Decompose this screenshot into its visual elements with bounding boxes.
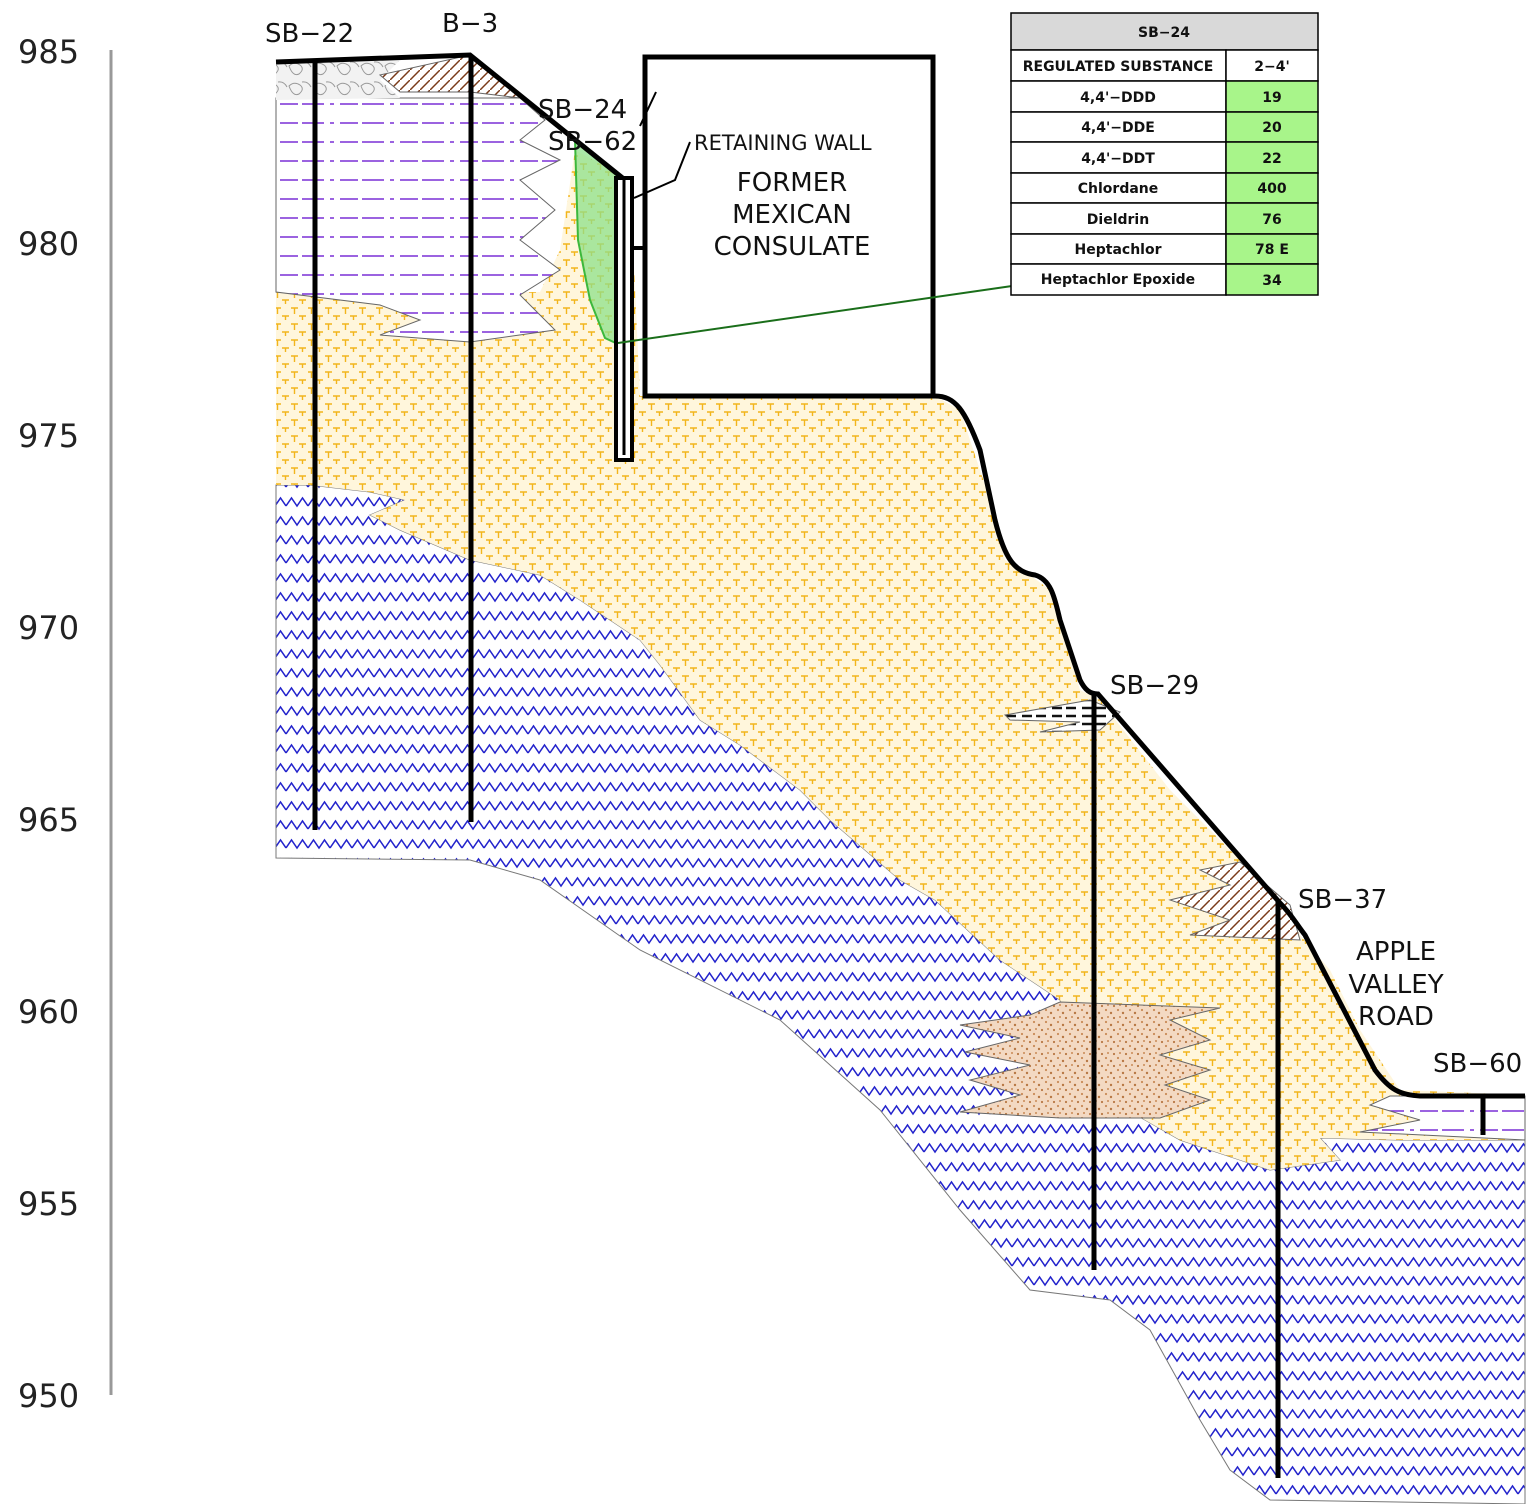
building-label-line2: MEXICAN (732, 200, 852, 230)
surface-brown-hatch (378, 54, 522, 99)
elevation-label-960: 960 (18, 993, 79, 1031)
table-row: 4,4'−DDE 20 (1010, 111, 1319, 143)
table-value: 22 (1262, 151, 1281, 167)
table-cell-substance (1010, 172, 1227, 204)
callout-leader (617, 285, 1013, 344)
label-retaining-wall: RETAINING WALL (694, 131, 872, 155)
table-value: 400 (1257, 181, 1286, 197)
table-cell-value (1225, 141, 1319, 174)
gravel-lens (959, 1001, 1221, 1119)
elevation-label-955: 955 (18, 1185, 79, 1223)
table-title-cell (1010, 12, 1319, 51)
table-value: 78 E (1255, 242, 1289, 258)
surface-stone-fill (276, 60, 400, 100)
label-b3: B−3 (442, 9, 498, 39)
elevation-label-965: 965 (18, 801, 79, 839)
elevation-label-985: 985 (18, 33, 79, 71)
sb24-label-slash (639, 91, 657, 127)
results-table: SB−24 REGULATED SUBSTANCE 2−4' 4,4'−DDD … (1010, 12, 1319, 296)
elevation-label-970: 970 (18, 609, 79, 647)
fill-layer (275, 97, 562, 343)
road-label-line2: VALLEY (1348, 970, 1443, 1000)
table-cell-value (1225, 233, 1319, 265)
table-row: Chlordane 400 (1010, 172, 1319, 204)
table-cell-substance (1010, 80, 1227, 113)
table-cell-substance (1010, 263, 1227, 296)
label-sb29: SB−29 (1110, 671, 1199, 701)
retaining-wall-leader (633, 141, 691, 199)
table-cell-value (1225, 263, 1319, 296)
table-row: Heptachlor Epoxide 34 (1010, 263, 1319, 296)
building-label-line3: CONSULATE (714, 232, 871, 262)
table-header-depth: 2−4' (1254, 59, 1290, 75)
table-substance: Dieldrin (1087, 212, 1149, 228)
road-label-line1: APPLE (1356, 937, 1436, 967)
table-substance: Heptachlor Epoxide (1041, 272, 1195, 288)
table-value: 19 (1262, 90, 1281, 106)
table-cell-substance (1010, 233, 1227, 265)
elevation-label-980: 980 (18, 225, 79, 263)
table-substance: 4,4'−DDT (1081, 151, 1155, 167)
elevation-label-950: 950 (18, 1377, 79, 1415)
table-substance: 4,4'−DDE (1081, 120, 1155, 136)
table-cell-substance (1010, 111, 1227, 143)
table-cell-value (1225, 172, 1319, 204)
ground-surface-slope (934, 393, 1525, 1099)
label-sb62: SB−62 (548, 127, 637, 157)
table-substance: 4,4'−DDD (1080, 90, 1156, 106)
table-header-substance: REGULATED SUBSTANCE (1023, 59, 1214, 75)
table-value: 20 (1262, 120, 1282, 136)
table-title: SB−24 (1138, 25, 1190, 41)
table-substance: Heptachlor (1075, 242, 1162, 258)
building-outline (642, 54, 936, 399)
label-sb22: SB−22 (265, 19, 354, 49)
table-cell-substance (1010, 141, 1227, 174)
table-substance: Chlordane (1078, 181, 1159, 197)
table-value: 76 (1262, 212, 1281, 228)
table-cell-value (1225, 80, 1319, 113)
table-value: 34 (1262, 273, 1282, 289)
table-cell-value (1225, 111, 1319, 143)
table-row: 4,4'−DDD 19 (1010, 80, 1319, 113)
label-sb37: SB−37 (1298, 885, 1387, 915)
label-sb60: SB−60 (1433, 1049, 1522, 1079)
table-row: 4,4'−DDT 22 (1010, 141, 1319, 174)
building-label-line1: FORMER (737, 168, 847, 198)
table-header-substance-cell (1010, 49, 1227, 82)
table-row: Dieldrin 76 (1010, 202, 1319, 235)
clay-layer (276, 150, 1525, 1170)
road-label-line3: ROAD (1358, 1002, 1434, 1032)
label-sb24: SB−24 (538, 95, 627, 125)
elevation-label-975: 975 (18, 417, 79, 455)
table-row: Heptachlor 78 E (1010, 233, 1319, 265)
